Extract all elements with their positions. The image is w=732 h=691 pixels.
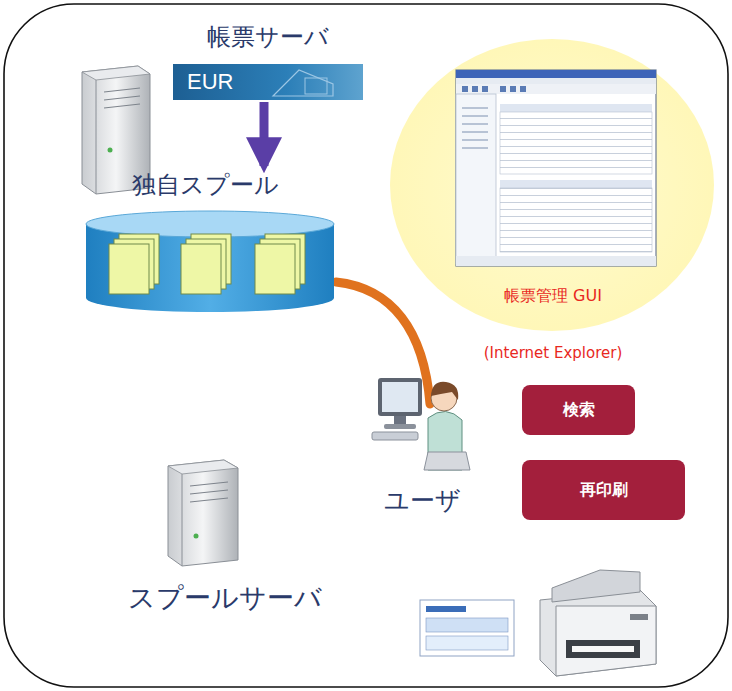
button-text: 再印刷 (580, 480, 628, 501)
server-icon (168, 460, 238, 566)
server-label: スプールサーバ (128, 580, 322, 616)
spool-cylinder: 独自スプール (85, 168, 355, 316)
printer-icon (540, 570, 656, 676)
gui-ellipse: 帳票管理 GUI (Internet Explorer) (380, 38, 726, 372)
logo-box: EUR (173, 64, 363, 100)
action-button: 検索 (522, 385, 635, 435)
flow-arrow (260, 102, 269, 166)
action-button: 再印刷 (522, 460, 685, 520)
gui-label: 帳票管理 GUI (380, 286, 726, 307)
logo-text: EUR (187, 69, 233, 95)
frame (4, 4, 728, 687)
document-icon (420, 600, 514, 656)
user-icon (372, 378, 470, 470)
gui-sublabel: (Internet Explorer) (380, 344, 726, 362)
screenshot (456, 70, 656, 266)
server-box: 帳票サーバ EUR (173, 22, 363, 100)
box-heading: 帳票サーバ (173, 22, 363, 52)
user-label: ユーザ (384, 484, 461, 517)
cylinder-shape (85, 210, 335, 316)
button-text: 検索 (563, 400, 595, 421)
box-heading: 独自スプール (85, 168, 355, 202)
